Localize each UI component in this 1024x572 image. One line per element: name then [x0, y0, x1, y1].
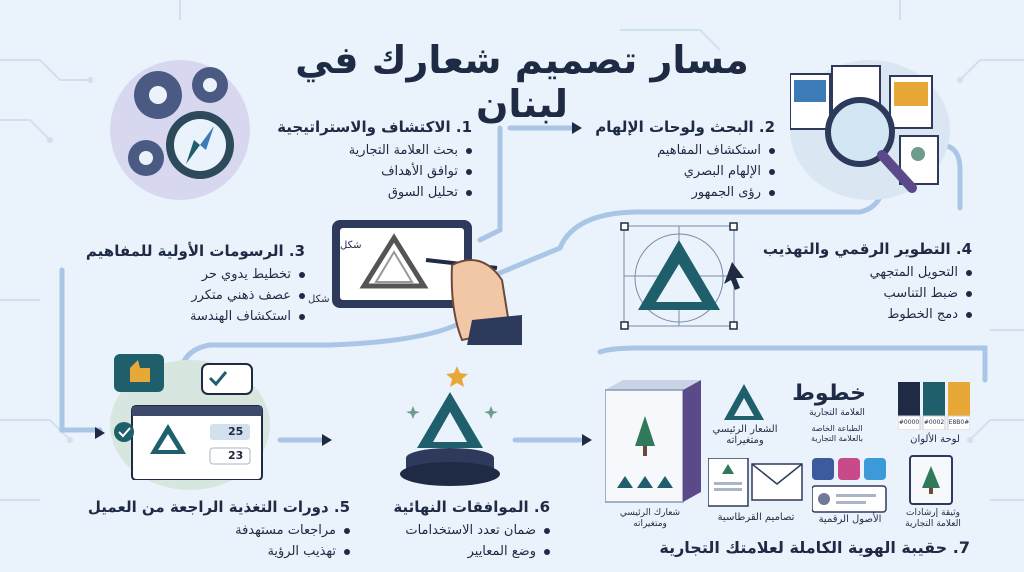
step-item: الإلهام البصري	[585, 161, 775, 182]
step-item: عصف ذهني متكرر	[80, 285, 305, 306]
step-item: ضمان تعدد الاستخدامات	[360, 520, 550, 541]
step-title: 2. البحث ولوحات الإلهام	[595, 118, 775, 136]
palette-code-2: #0002	[923, 419, 945, 426]
vector-logo-icon	[620, 222, 744, 330]
step-sketches: 3. الرسومات الأولية للمفاهيم تخطيط يدوي …	[80, 242, 305, 327]
feedback-badge-top: 25	[228, 425, 244, 438]
kit-guidelines-label: وثيقة إرشادات العلامة التجارية	[905, 508, 961, 529]
step-title: 4. التطوير الرقمي والتهذيب	[762, 240, 972, 258]
step-title: 5. دورات التغذية الراجعة من العميل	[87, 498, 350, 516]
approval-pedestal-icon	[400, 366, 500, 486]
color-palette-swatches	[898, 382, 970, 430]
step-title: 7. حقيبة الهوية الكاملة لعلامتك التجارية	[659, 538, 970, 557]
gears-compass-icon	[128, 67, 234, 179]
kit-fonts-title: خطوط	[792, 381, 866, 406]
kit-stationery-label: تصاميم القرطاسية	[717, 512, 795, 523]
guidelines-book-icon	[909, 455, 953, 505]
step-item: استكشاف الهندسة	[80, 306, 305, 327]
stationery-icon	[708, 458, 803, 507]
step-item: توافق الأهداف	[262, 161, 472, 182]
kit-palette-label: لوحة الألوان	[910, 434, 960, 445]
step-research: 2. البحث ولوحات الإلهام استكشاف المفاهيم…	[585, 118, 775, 203]
kit-main-logo-label: الشعار الرئيسي ومتغيراته	[712, 424, 778, 446]
page-title: مسار تصميم شعارك في لبنان	[295, 38, 749, 126]
palette-code-3: #E8B0	[948, 419, 970, 426]
step-item: مراجعات مستهدفة	[60, 520, 350, 541]
palette-code-1: #0000	[898, 419, 920, 426]
kit-digital-label: الأصول الرقمية	[818, 514, 882, 525]
step-discovery: 1. الاكتشاف والاستراتيجية بحث العلامة ال…	[262, 118, 472, 203]
step-item: استكشاف المفاهيم	[585, 140, 775, 161]
step-item: رؤى الجمهور	[585, 182, 775, 203]
step-title: 3. الرسومات الأولية للمفاهيم	[85, 242, 305, 260]
main-logo-icon	[724, 384, 764, 420]
step-item: وضع المعايير	[360, 541, 550, 562]
step-item: دمج الخطوط	[760, 304, 972, 325]
step-item: تهذيب الرؤية	[60, 541, 350, 562]
step-title: 1. الاكتشاف والاستراتيجية	[277, 118, 472, 136]
sketch-tablet-icon	[332, 220, 522, 345]
feedback-badge-bottom: 23	[228, 449, 244, 462]
step-item: ضبط التناسب	[760, 283, 972, 304]
moodboard-magnifier-icon	[790, 65, 939, 193]
kit-main-logo-box-label: شعارك الرئيسي ومتغيراته	[619, 508, 681, 529]
sketch-label-a: شكل	[340, 240, 362, 251]
sketch-label-b: شكل	[308, 294, 330, 305]
brand-kit-box-icon	[605, 380, 701, 503]
step-feedback: 5. دورات التغذية الراجعة من العميل مراجع…	[60, 498, 350, 562]
kit-fonts-desc: الطباعة الخاصة بالعلامة التجارية	[811, 424, 863, 443]
step-brand-kit: 7. حقيبة الهوية الكاملة لعلامتك التجارية	[630, 538, 970, 561]
step-item: بحث العلامة التجارية	[262, 140, 472, 161]
digital-assets-icon	[812, 458, 887, 513]
step-approvals: 6. الموافقات النهائية ضمان تعدد الاستخدا…	[360, 498, 550, 562]
step-item: تحليل السوق	[262, 182, 472, 203]
kit-fonts-sub: العلامة التجارية	[809, 408, 865, 418]
step-title: 6. الموافقات النهائية	[393, 498, 550, 516]
step-digital: 4. التطوير الرقمي والتهذيب التحويل المتج…	[760, 240, 972, 325]
feedback-screen-icon	[114, 354, 263, 480]
step-item: التحويل المتجهي	[760, 262, 972, 283]
step-item: تخطيط يدوي حر	[80, 264, 305, 285]
